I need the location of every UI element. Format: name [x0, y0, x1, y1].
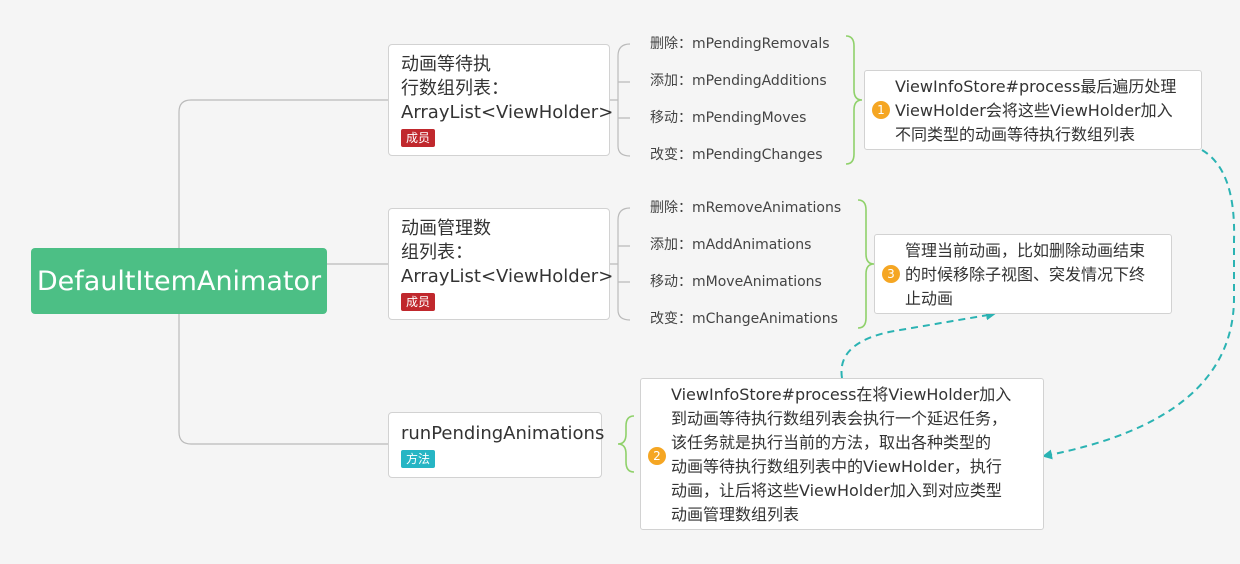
root-node[interactable]: DefaultItemAnimator [31, 248, 327, 314]
brace-2 [617, 415, 635, 473]
topic-pending-list[interactable]: 动画等待执 行数组列表： ArrayList<ViewHolder> 成员 [388, 44, 614, 156]
badge-2: 2 [648, 447, 666, 465]
root-to-topic1-connector [178, 99, 388, 248]
topic-title: 动画管理数 组列表： ArrayList<ViewHolder> [401, 218, 614, 287]
leaf-pending-moves[interactable]: 移动：mPendingMoves [650, 110, 807, 126]
topic-title: 动画等待执 行数组列表： ArrayList<ViewHolder> [401, 54, 614, 123]
root-to-topic3-connector [178, 314, 388, 445]
note-2[interactable]: 2 ViewInfoStore#process在将ViewHolder加入 到动… [640, 378, 1044, 530]
root-title: DefaultItemAnimator [36, 265, 322, 297]
method-tag: 方法 [401, 450, 436, 468]
leaf-move-animations[interactable]: 移动：mMoveAnimations [650, 274, 822, 290]
brace-3 [857, 199, 875, 329]
topic1-leaves-connector [610, 43, 631, 157]
note-3[interactable]: 3 管理当前动画，比如删除动画结束 的时候移除子视图、突发情况下终 止动画 [874, 234, 1172, 314]
note-2-text: ViewInfoStore#process在将ViewHolder加入 到动画等… [671, 385, 1012, 524]
leaf-pending-additions[interactable]: 添加：mPendingAdditions [650, 73, 827, 89]
note-3-text: 管理当前动画，比如删除动画结束 的时候移除子视图、突发情况下终 止动画 [905, 241, 1146, 308]
topic2-leaves-connector [610, 207, 631, 321]
leaf-change-animations[interactable]: 改变：mChangeAnimations [650, 311, 838, 327]
topic-run-pending[interactable]: runPendingAnimations 方法 [388, 412, 605, 478]
leaf-pending-removals[interactable]: 删除：mPendingRemovals [650, 36, 830, 52]
brace-1 [845, 35, 863, 165]
leaf-remove-animations[interactable]: 删除：mRemoveAnimations [650, 200, 842, 216]
topic-animation-list[interactable]: 动画管理数 组列表： ArrayList<ViewHolder> 成员 [388, 208, 614, 320]
topic-title: runPendingAnimations [401, 423, 605, 444]
member-tag: 成员 [401, 129, 436, 147]
member-tag: 成员 [401, 293, 436, 311]
leaf-pending-changes[interactable]: 改变：mPendingChanges [650, 147, 823, 163]
leaf-add-animations[interactable]: 添加：mAddAnimations [650, 237, 812, 253]
note-1[interactable]: 1 ViewInfoStore#process最后遍历处理 ViewHolder… [864, 70, 1202, 150]
dashed-arrow-note1-to-note2 [1042, 149, 1236, 460]
dashed-arrow-note2-to-note3 [840, 310, 996, 379]
badge-3: 3 [882, 265, 900, 283]
badge-1: 1 [872, 101, 890, 119]
note-1-text: ViewInfoStore#process最后遍历处理 ViewHolder会将… [895, 77, 1177, 144]
